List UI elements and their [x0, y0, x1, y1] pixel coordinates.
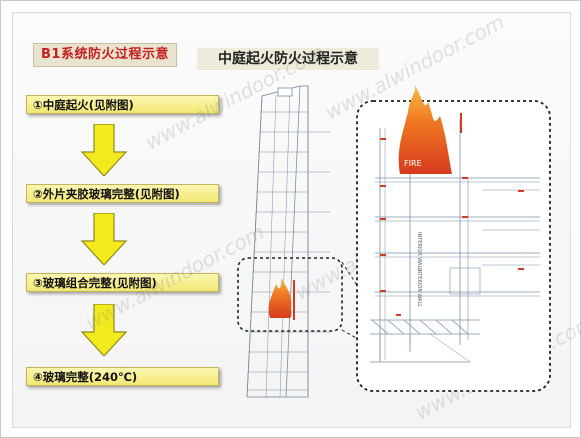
slide-title-right: 中庭起火防火过程示意 [197, 48, 379, 70]
watermark-text: www.alwindoor.com [81, 220, 268, 335]
down-arrow-icon [80, 213, 128, 265]
down-arrow-icon [80, 304, 128, 356]
slide-title-left: B1系统防火过程示意 [33, 43, 177, 67]
step-4-box: ④玻璃完整(240℃) [26, 367, 219, 386]
fire-large-icon [398, 84, 452, 174]
detail-markers [380, 113, 524, 316]
down-arrow-icon [80, 124, 128, 176]
step-3-box: ③玻璃组合完整(见附图) [26, 273, 219, 292]
step-1-box: ①中庭起火(见附图) [26, 95, 219, 114]
fire-label: FIRE [404, 159, 422, 168]
detail-callout-small [237, 257, 343, 332]
fire-small-icon [268, 278, 292, 318]
interior-wall-label: INTERIOR WALL [416, 268, 422, 307]
detail-callout-large [356, 100, 551, 392]
building-elevation [246, 85, 330, 398]
section-detail-drawing [370, 120, 540, 363]
step-2-box: ②外片夹胶玻璃完整(见附图) [26, 184, 219, 203]
watermark-text: www.alwindoor.com [141, 40, 328, 155]
interior-wall-label: INTERIOR WALL [416, 232, 422, 271]
